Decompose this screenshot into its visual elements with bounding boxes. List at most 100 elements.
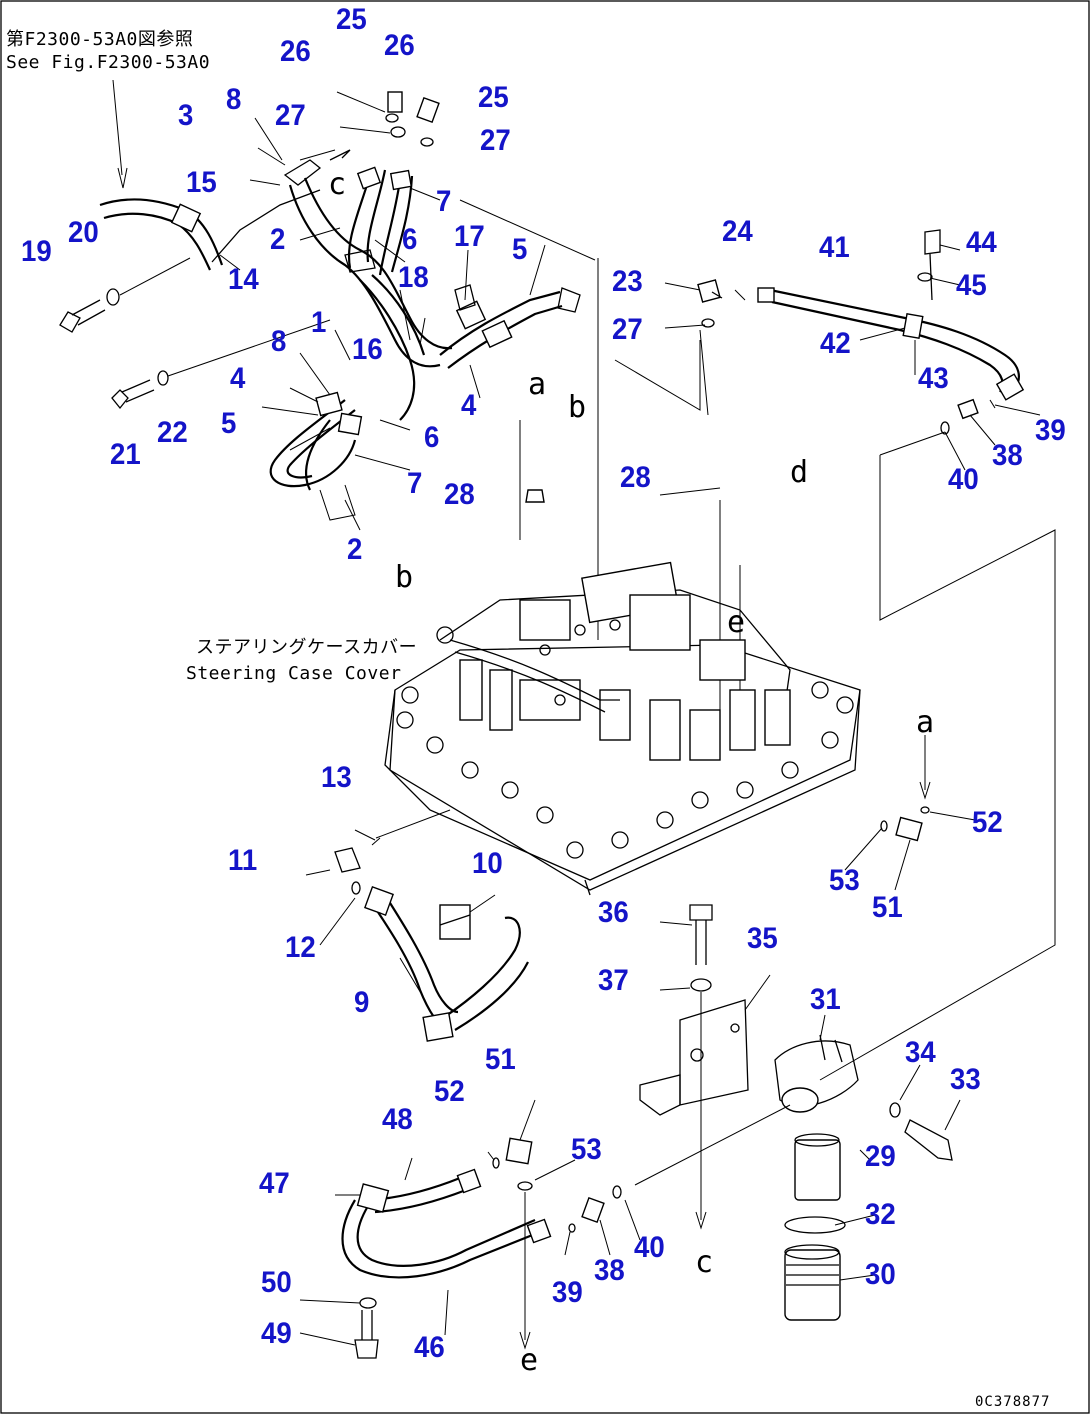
view-letter-c-top: c xyxy=(328,167,347,202)
callout-26-b: 26 xyxy=(384,29,415,62)
callout-11: 11 xyxy=(228,844,258,877)
callout-24: 24 xyxy=(722,215,753,248)
callout-13: 13 xyxy=(321,761,352,794)
upper-hose-cluster xyxy=(257,147,581,421)
callout-49: 49 xyxy=(261,1317,292,1350)
callout-48: 48 xyxy=(382,1103,413,1136)
callout-33: 33 xyxy=(950,1063,981,1096)
callout-43: 43 xyxy=(918,362,949,395)
callout-1: 1 xyxy=(311,306,327,339)
callout-40-a: 40 xyxy=(948,463,979,496)
pipe-41-drawing xyxy=(697,229,1025,435)
callout-47: 47 xyxy=(259,1167,290,1200)
cover-label-en: Steering Case Cover xyxy=(186,663,402,684)
view-letter-e-mid: e xyxy=(727,605,746,640)
callout-20: 20 xyxy=(68,216,99,249)
view-letter-b-top: b xyxy=(568,390,587,425)
callout-53-b: 53 xyxy=(571,1133,602,1166)
view-letter-b-left: b xyxy=(395,560,414,595)
callout-52-a: 52 xyxy=(972,806,1003,839)
callout-50: 50 xyxy=(261,1266,292,1299)
callout-2-b: 2 xyxy=(347,533,363,566)
callout-12: 12 xyxy=(285,931,316,964)
callout-39-b: 39 xyxy=(552,1276,583,1309)
view-letter-a-right: a xyxy=(916,705,935,740)
hose-9-drawing xyxy=(334,809,529,1042)
callout-18: 18 xyxy=(398,261,429,294)
callout-38-a: 38 xyxy=(992,439,1023,472)
bolt-19-drawing xyxy=(59,257,191,333)
callout-15: 15 xyxy=(186,166,217,199)
callout-leaders xyxy=(219,117,1041,1346)
callout-27-a: 27 xyxy=(275,99,306,132)
callout-17: 17 xyxy=(454,220,485,253)
callout-25-a: 25 xyxy=(336,3,367,36)
steering-case-cover-body xyxy=(384,561,861,896)
callout-26-a: 26 xyxy=(280,35,311,68)
callout-37: 37 xyxy=(598,964,629,997)
callout-45: 45 xyxy=(956,269,987,302)
callout-44: 44 xyxy=(966,226,997,259)
top-fittings xyxy=(336,91,440,147)
reference-note-en: See Fig.F2300-53A0 xyxy=(6,52,211,73)
view-letter-d: d xyxy=(790,455,809,490)
callout-38-b: 38 xyxy=(594,1254,625,1287)
bracket-35-drawing xyxy=(639,904,749,1230)
callout-42: 42 xyxy=(820,327,851,360)
bolt-21-drawing xyxy=(111,319,331,410)
callout-19: 19 xyxy=(21,235,52,268)
callout-39-a: 39 xyxy=(1035,414,1066,447)
callout-7-a: 7 xyxy=(436,185,452,218)
callout-9: 9 xyxy=(354,986,370,1019)
callout-2-a: 2 xyxy=(270,223,286,256)
callout-34: 34 xyxy=(905,1036,936,1069)
callout-6-b: 6 xyxy=(424,421,440,454)
reference-note-jp: 第F2300-53A0図参照 xyxy=(6,29,194,50)
callout-53-a: 53 xyxy=(829,864,860,897)
hose-14-drawing xyxy=(99,189,321,271)
callout-40-b: 40 xyxy=(634,1231,665,1264)
callout-16: 16 xyxy=(352,333,383,366)
callout-27-c: 27 xyxy=(612,313,643,346)
callout-51-a: 51 xyxy=(872,891,903,924)
fitting-51-right xyxy=(880,735,931,842)
callout-4-a: 4 xyxy=(230,362,246,395)
plug-28-drawing xyxy=(525,489,545,503)
callout-5-b: 5 xyxy=(221,407,237,440)
callout-6-a: 6 xyxy=(402,223,418,256)
callout-28-b: 28 xyxy=(620,461,651,494)
ref-leader xyxy=(112,79,123,176)
callout-30: 30 xyxy=(865,1258,896,1291)
callout-31: 31 xyxy=(810,983,841,1016)
callout-14: 14 xyxy=(228,263,259,296)
hose-46-drawing xyxy=(341,1137,622,1359)
callout-4-b: 4 xyxy=(461,389,477,422)
callout-32: 32 xyxy=(865,1198,896,1231)
view-letter-a-top: a xyxy=(528,367,547,402)
callout-8-b: 8 xyxy=(271,325,287,358)
callout-52-b: 52 xyxy=(434,1075,465,1108)
view-letter-e-bottom: e xyxy=(520,1343,539,1378)
callout-36: 36 xyxy=(598,896,629,929)
filter-31-drawing xyxy=(634,1034,953,1321)
callout-10: 10 xyxy=(472,847,503,880)
callout-25-b: 25 xyxy=(478,81,509,114)
callout-51-b: 51 xyxy=(485,1043,516,1076)
callout-23: 23 xyxy=(612,265,643,298)
callout-28-a: 28 xyxy=(444,478,475,511)
callout-46: 46 xyxy=(414,1331,445,1364)
cover-label-jp: ステアリングケースカバー xyxy=(196,637,418,658)
callout-8-a: 8 xyxy=(226,83,242,116)
callout-7-b: 7 xyxy=(407,467,423,500)
callout-29: 29 xyxy=(865,1140,896,1173)
callout-3: 3 xyxy=(178,99,194,132)
leader-lines xyxy=(459,199,1056,1081)
view-letter-c-bottom: c xyxy=(695,1245,714,1280)
callout-5-a: 5 xyxy=(512,233,528,266)
lower-left-hose xyxy=(269,391,363,521)
callout-21: 21 xyxy=(110,438,141,471)
callout-22: 22 xyxy=(157,416,188,449)
